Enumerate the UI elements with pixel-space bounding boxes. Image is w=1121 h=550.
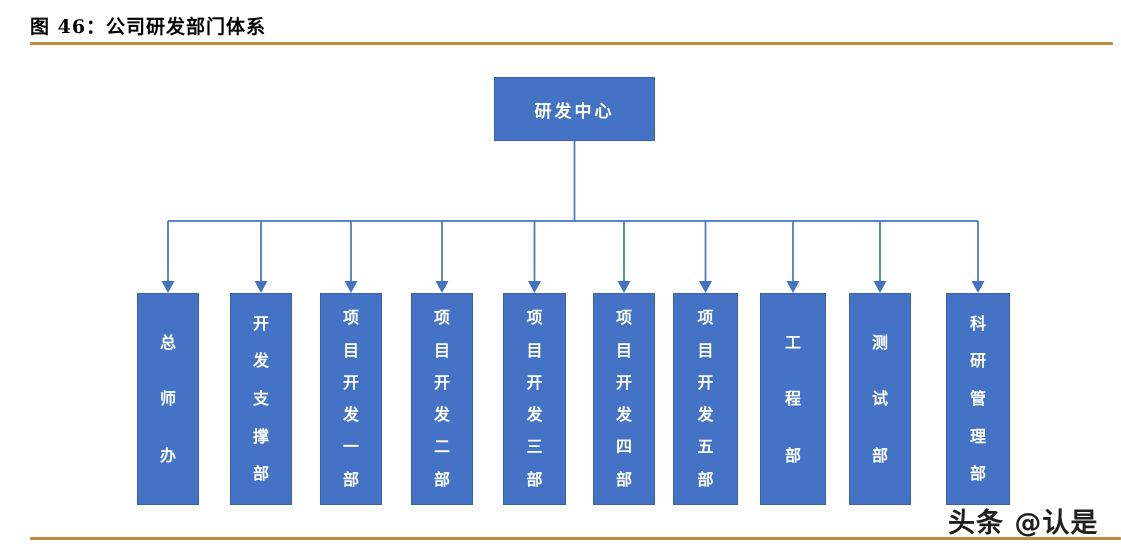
org-node-department: 工程部 <box>760 293 826 505</box>
org-node-department: 项目开发五部 <box>673 293 738 505</box>
org-node-department: 总师办 <box>137 293 199 505</box>
org-node-label: 开发支撑部 <box>252 313 269 484</box>
org-node-root-label: 研发中心 <box>534 101 615 122</box>
org-node-root: 研发中心 <box>494 77 655 141</box>
org-node-department: 项目开发四部 <box>593 293 655 505</box>
org-node-department: 项目开发二部 <box>411 293 473 505</box>
org-node-label: 测试部 <box>871 332 888 465</box>
org-node-label: 项目开发四部 <box>615 308 632 489</box>
org-node-department: 科研管理部 <box>946 293 1010 505</box>
org-node-label: 工程部 <box>784 332 801 465</box>
org-node-department: 项目开发三部 <box>503 293 566 505</box>
bottom-divider-rule <box>30 537 1121 540</box>
org-node-label: 项目开发三部 <box>526 308 543 489</box>
watermark: 头条 @认是 <box>948 508 1099 539</box>
org-node-department: 测试部 <box>849 293 911 505</box>
figure-title: 图 46：公司研发部门体系 <box>30 16 267 38</box>
org-node-label: 总师办 <box>159 332 176 465</box>
org-node-department: 项目开发一部 <box>320 293 382 505</box>
org-node-label: 科研管理部 <box>969 313 986 484</box>
org-node-label: 项目开发一部 <box>342 308 359 489</box>
org-node-label: 项目开发二部 <box>433 308 450 489</box>
org-node-department: 开发支撑部 <box>230 293 292 505</box>
title-divider-rule <box>30 42 1113 45</box>
org-node-label: 项目开发五部 <box>697 308 714 489</box>
